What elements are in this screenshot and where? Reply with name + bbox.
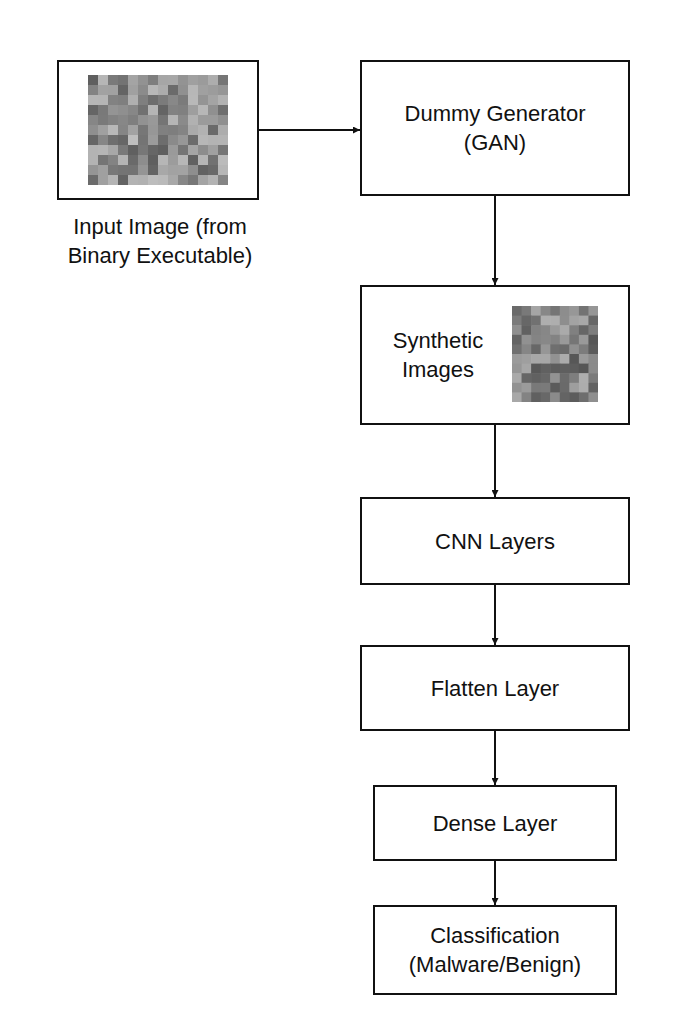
box-label: Flatten Layer — [372, 674, 618, 703]
box-label: CNN Layers — [372, 527, 618, 556]
process-box: Flatten Layer — [360, 645, 630, 731]
process-box: Dense Layer — [373, 785, 617, 861]
flow-arrow — [494, 731, 496, 785]
output-box: Classification (Malware/Benign) — [373, 905, 617, 995]
box-label: Dummy Generator (GAN) — [392, 99, 598, 157]
flow-arrow — [494, 196, 496, 285]
binary-image-mosaic — [88, 75, 228, 185]
process-box: CNN Layers — [360, 497, 630, 585]
flow-arrow — [494, 861, 496, 905]
image-caption: Input Image (from Binary Executable) — [47, 212, 273, 270]
box-label: Classification (Malware/Benign) — [387, 921, 603, 979]
generator-box: Dummy Generator (GAN) — [360, 60, 630, 196]
flow-arrow — [494, 585, 496, 645]
synthetic-image-mosaic — [512, 306, 598, 402]
box-label: Dense Layer — [385, 809, 605, 838]
flow-arrow — [494, 425, 496, 497]
box-label: Synthetic Images — [368, 326, 508, 384]
flow-arrow — [259, 129, 360, 131]
